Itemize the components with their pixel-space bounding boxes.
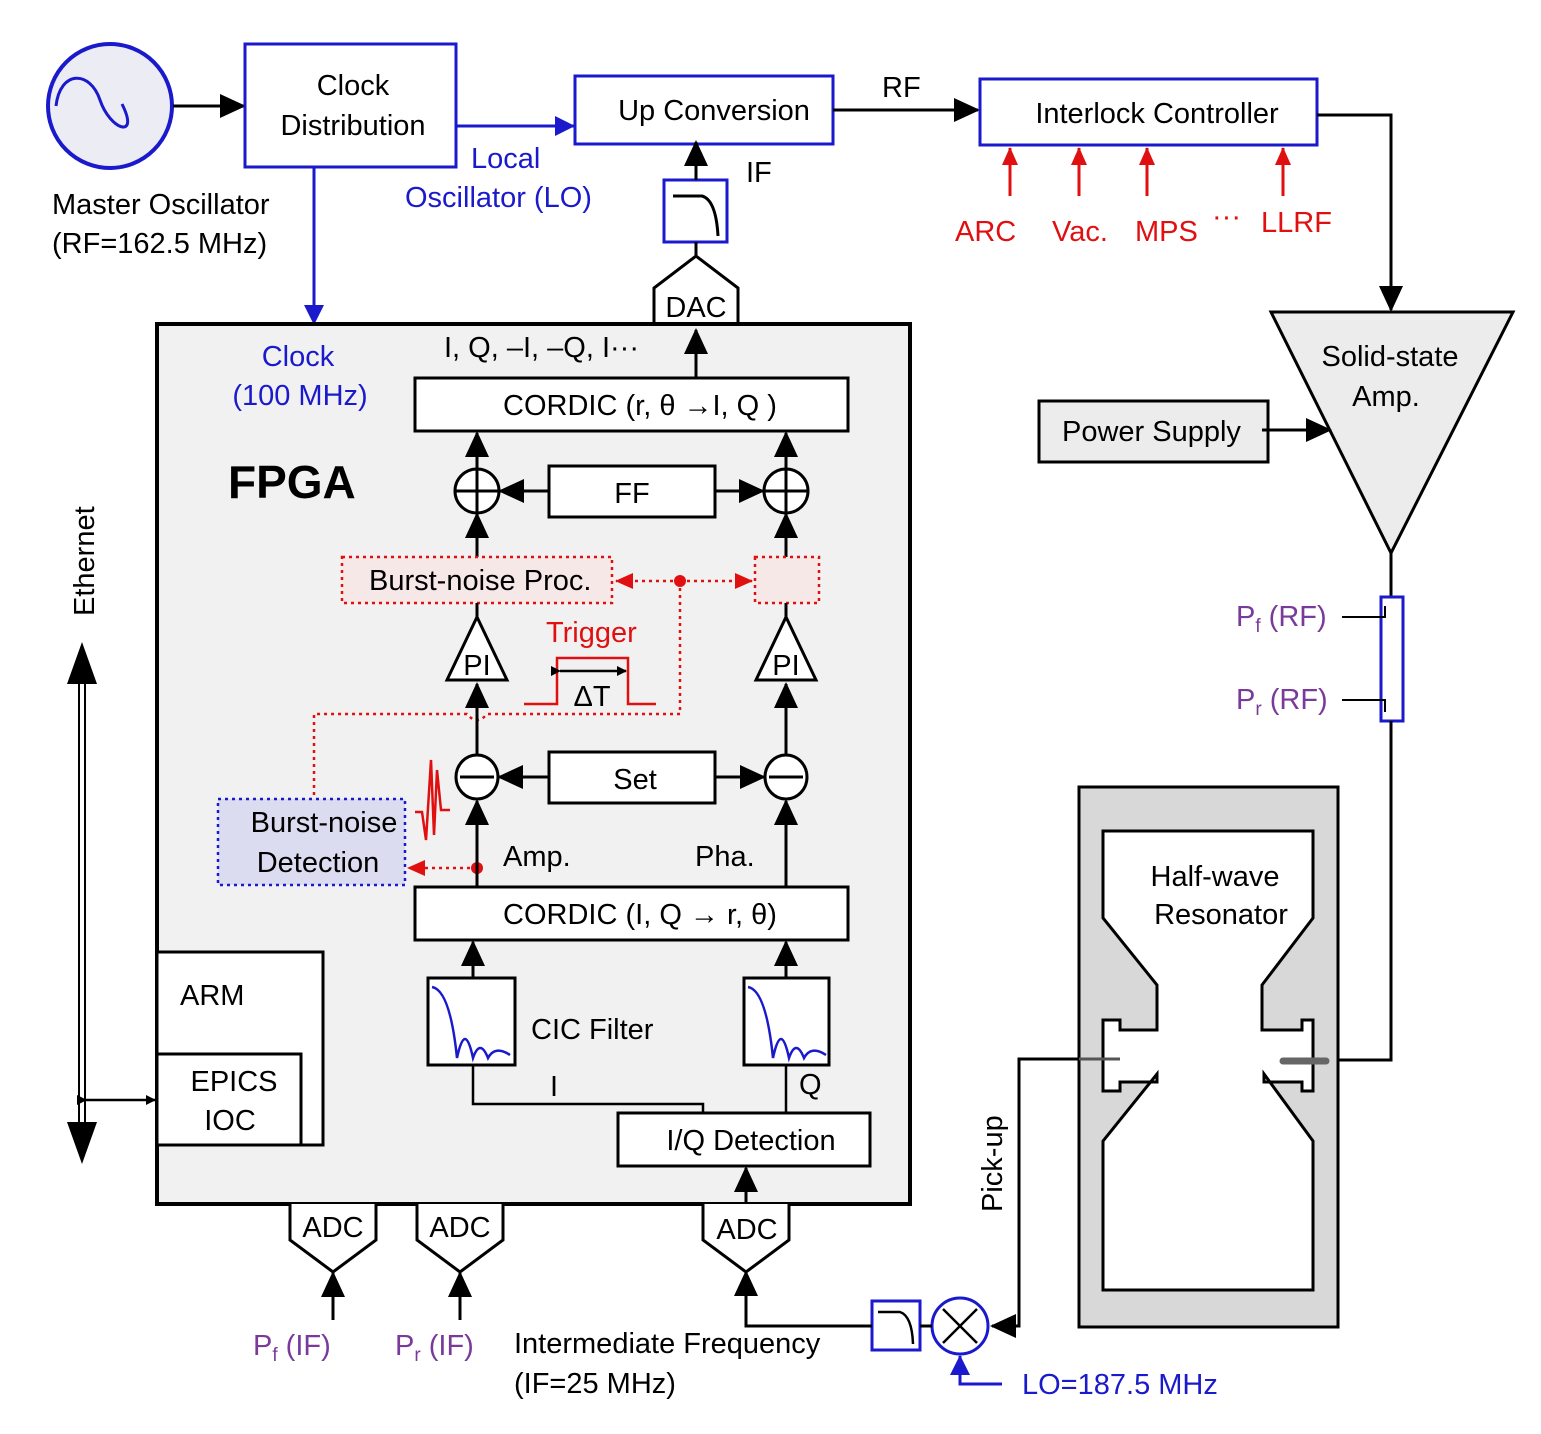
adc-pr: ADC — [415, 1204, 505, 1274]
interlock-input-mps: MPS — [1135, 216, 1198, 248]
up-conversion-block: Up Conversion — [573, 74, 835, 146]
solid-state-amplifier: Solid-state Amp. — [1268, 310, 1516, 557]
local-oscillator-label: Local — [471, 143, 540, 175]
svg-text:Amp.: Amp. — [1352, 381, 1420, 413]
line-coupler-to-cavity — [1330, 721, 1393, 1062]
svg-text:Resonator: Resonator — [1154, 899, 1288, 931]
burst-noise-proc-block-right — [753, 555, 821, 605]
master-oscillator: Master Oscillator (RF=162.5 MHz) — [46, 42, 270, 260]
svg-text:Set: Set — [613, 764, 657, 796]
ethernet-label: Ethernet — [69, 506, 101, 616]
arrow-interlock-to-ssa — [1317, 113, 1403, 312]
svg-text:IOC: IOC — [204, 1105, 256, 1137]
lo-187-label: LO=187.5 MHz — [1022, 1369, 1218, 1401]
iq-detection-block — [616, 1111, 872, 1168]
pr-if-label: Pr (IF) — [395, 1330, 474, 1366]
intermediate-frequency-label: Intermediate Frequency — [514, 1328, 821, 1360]
output-sequence: I, Q, –I, –Q, I··· — [444, 332, 639, 364]
pf-if-label: Pf (IF) — [253, 1330, 331, 1366]
interlock-input-vac: Vac. — [1052, 216, 1108, 248]
interlock-ellipsis: ··· — [1212, 201, 1241, 233]
amp-label: Amp. — [503, 841, 571, 873]
half-wave-resonator: Half-wave Resonator — [1077, 785, 1340, 1329]
lowpass-curve — [673, 194, 720, 237]
ethernet-bus: Ethernet — [67, 506, 156, 1164]
svg-text:Half-wave: Half-wave — [1151, 861, 1280, 893]
fpga-title: FPGA — [228, 456, 356, 508]
svg-text:Detection: Detection — [257, 847, 380, 879]
cordic-polar-to-iq — [413, 376, 850, 433]
svg-text:FF: FF — [614, 478, 649, 510]
arm-label: ARM — [180, 980, 244, 1012]
fpga-block: FPGA Clock (100 MHz) I, Q, –I, –Q, I··· … — [155, 322, 912, 1206]
interlock-inputs: ARC Vac. MPS ··· LLRF — [955, 147, 1332, 248]
local-oscillator-label-2: Oscillator (LO) — [405, 182, 592, 214]
pick-up-label: Pick-up — [977, 1115, 1009, 1212]
noise-burst-icon — [415, 759, 450, 841]
burst-noise-detection-block — [216, 797, 407, 887]
svg-text:CORDIC (r, θ →I, Q ): CORDIC (r, θ →I, Q ) — [503, 390, 777, 422]
trigger-pulse-icon — [524, 656, 656, 706]
pf-rf-label: Pf (RF) — [1236, 601, 1327, 637]
svg-text:Up Conversion: Up Conversion — [618, 95, 810, 127]
svg-text:Power Supply: Power Supply — [1062, 416, 1241, 448]
adc-pf: ADC — [288, 1204, 378, 1274]
svg-text:ADC: ADC — [429, 1212, 490, 1244]
svg-text:Distribution: Distribution — [280, 110, 425, 142]
if-label: IF — [746, 157, 772, 189]
line-pickup-to-mixer — [990, 1057, 1079, 1338]
svg-text:EPICS: EPICS — [190, 1066, 277, 1098]
arrow-lo-to-mixer — [950, 1355, 1002, 1386]
epics-ioc-block — [155, 1052, 303, 1147]
pi-controller-right — [753, 613, 819, 682]
svg-text:Clock: Clock — [317, 70, 390, 102]
cic-filter-label: CIC Filter — [531, 1014, 654, 1046]
fpga-clock-freq: (100 MHz) — [232, 380, 367, 412]
cordic-iq-to-polar — [413, 885, 850, 942]
svg-text:ADC: ADC — [302, 1212, 363, 1244]
svg-text:Burst-noise Proc.: Burst-noise Proc. — [369, 565, 591, 597]
interlock-input-llrf: LLRF — [1261, 207, 1332, 239]
dac-block — [652, 254, 740, 324]
master-oscillator-label: Master Oscillator — [52, 189, 270, 221]
burst-noise-proc-block — [340, 555, 614, 605]
svg-text:PI: PI — [772, 650, 799, 682]
trigger-label: Trigger — [546, 617, 637, 649]
svg-text:ADC: ADC — [716, 1214, 777, 1246]
power-supply-block: Power Supply — [1037, 399, 1270, 464]
delta-t-label: ΔT — [573, 681, 610, 713]
interlock-input-arc: ARC — [955, 216, 1016, 248]
i-path — [471, 1065, 705, 1113]
clock-distribution-block: Clock Distribution — [243, 42, 458, 169]
cic-filter-left-icon — [426, 976, 517, 1067]
sine-wave-icon — [54, 76, 129, 129]
intermediate-frequency-value: (IF=25 MHz) — [514, 1368, 676, 1400]
ff-block — [547, 464, 717, 519]
i-label: I — [550, 1071, 558, 1103]
rf-label: RF — [882, 72, 921, 104]
pi-controller-left — [444, 613, 510, 682]
adc-cavity: ADC — [701, 1204, 791, 1274]
svg-text:PI: PI — [463, 650, 490, 682]
q-label: Q — [799, 1069, 822, 1101]
svg-text:I/Q Detection: I/Q Detection — [666, 1125, 835, 1157]
pr-rf-label: Pr (RF) — [1236, 684, 1328, 720]
cic-filter-right-icon — [742, 976, 831, 1067]
svg-text:Interlock Controller: Interlock Controller — [1035, 98, 1279, 130]
interlock-controller-block: Interlock Controller — [978, 77, 1319, 147]
arrow-if-to-adc — [734, 1270, 872, 1328]
svg-text:Burst-noise: Burst-noise — [251, 807, 398, 839]
master-oscillator-freq: (RF=162.5 MHz) — [52, 228, 267, 260]
pha-label: Pha. — [695, 841, 755, 873]
svg-text:Solid-state: Solid-state — [1321, 341, 1458, 373]
dac-label: DAC — [665, 292, 726, 324]
fpga-clock-label: Clock — [262, 341, 335, 373]
svg-text:CORDIC (I, Q → r, θ): CORDIC (I, Q → r, θ) — [503, 899, 777, 931]
